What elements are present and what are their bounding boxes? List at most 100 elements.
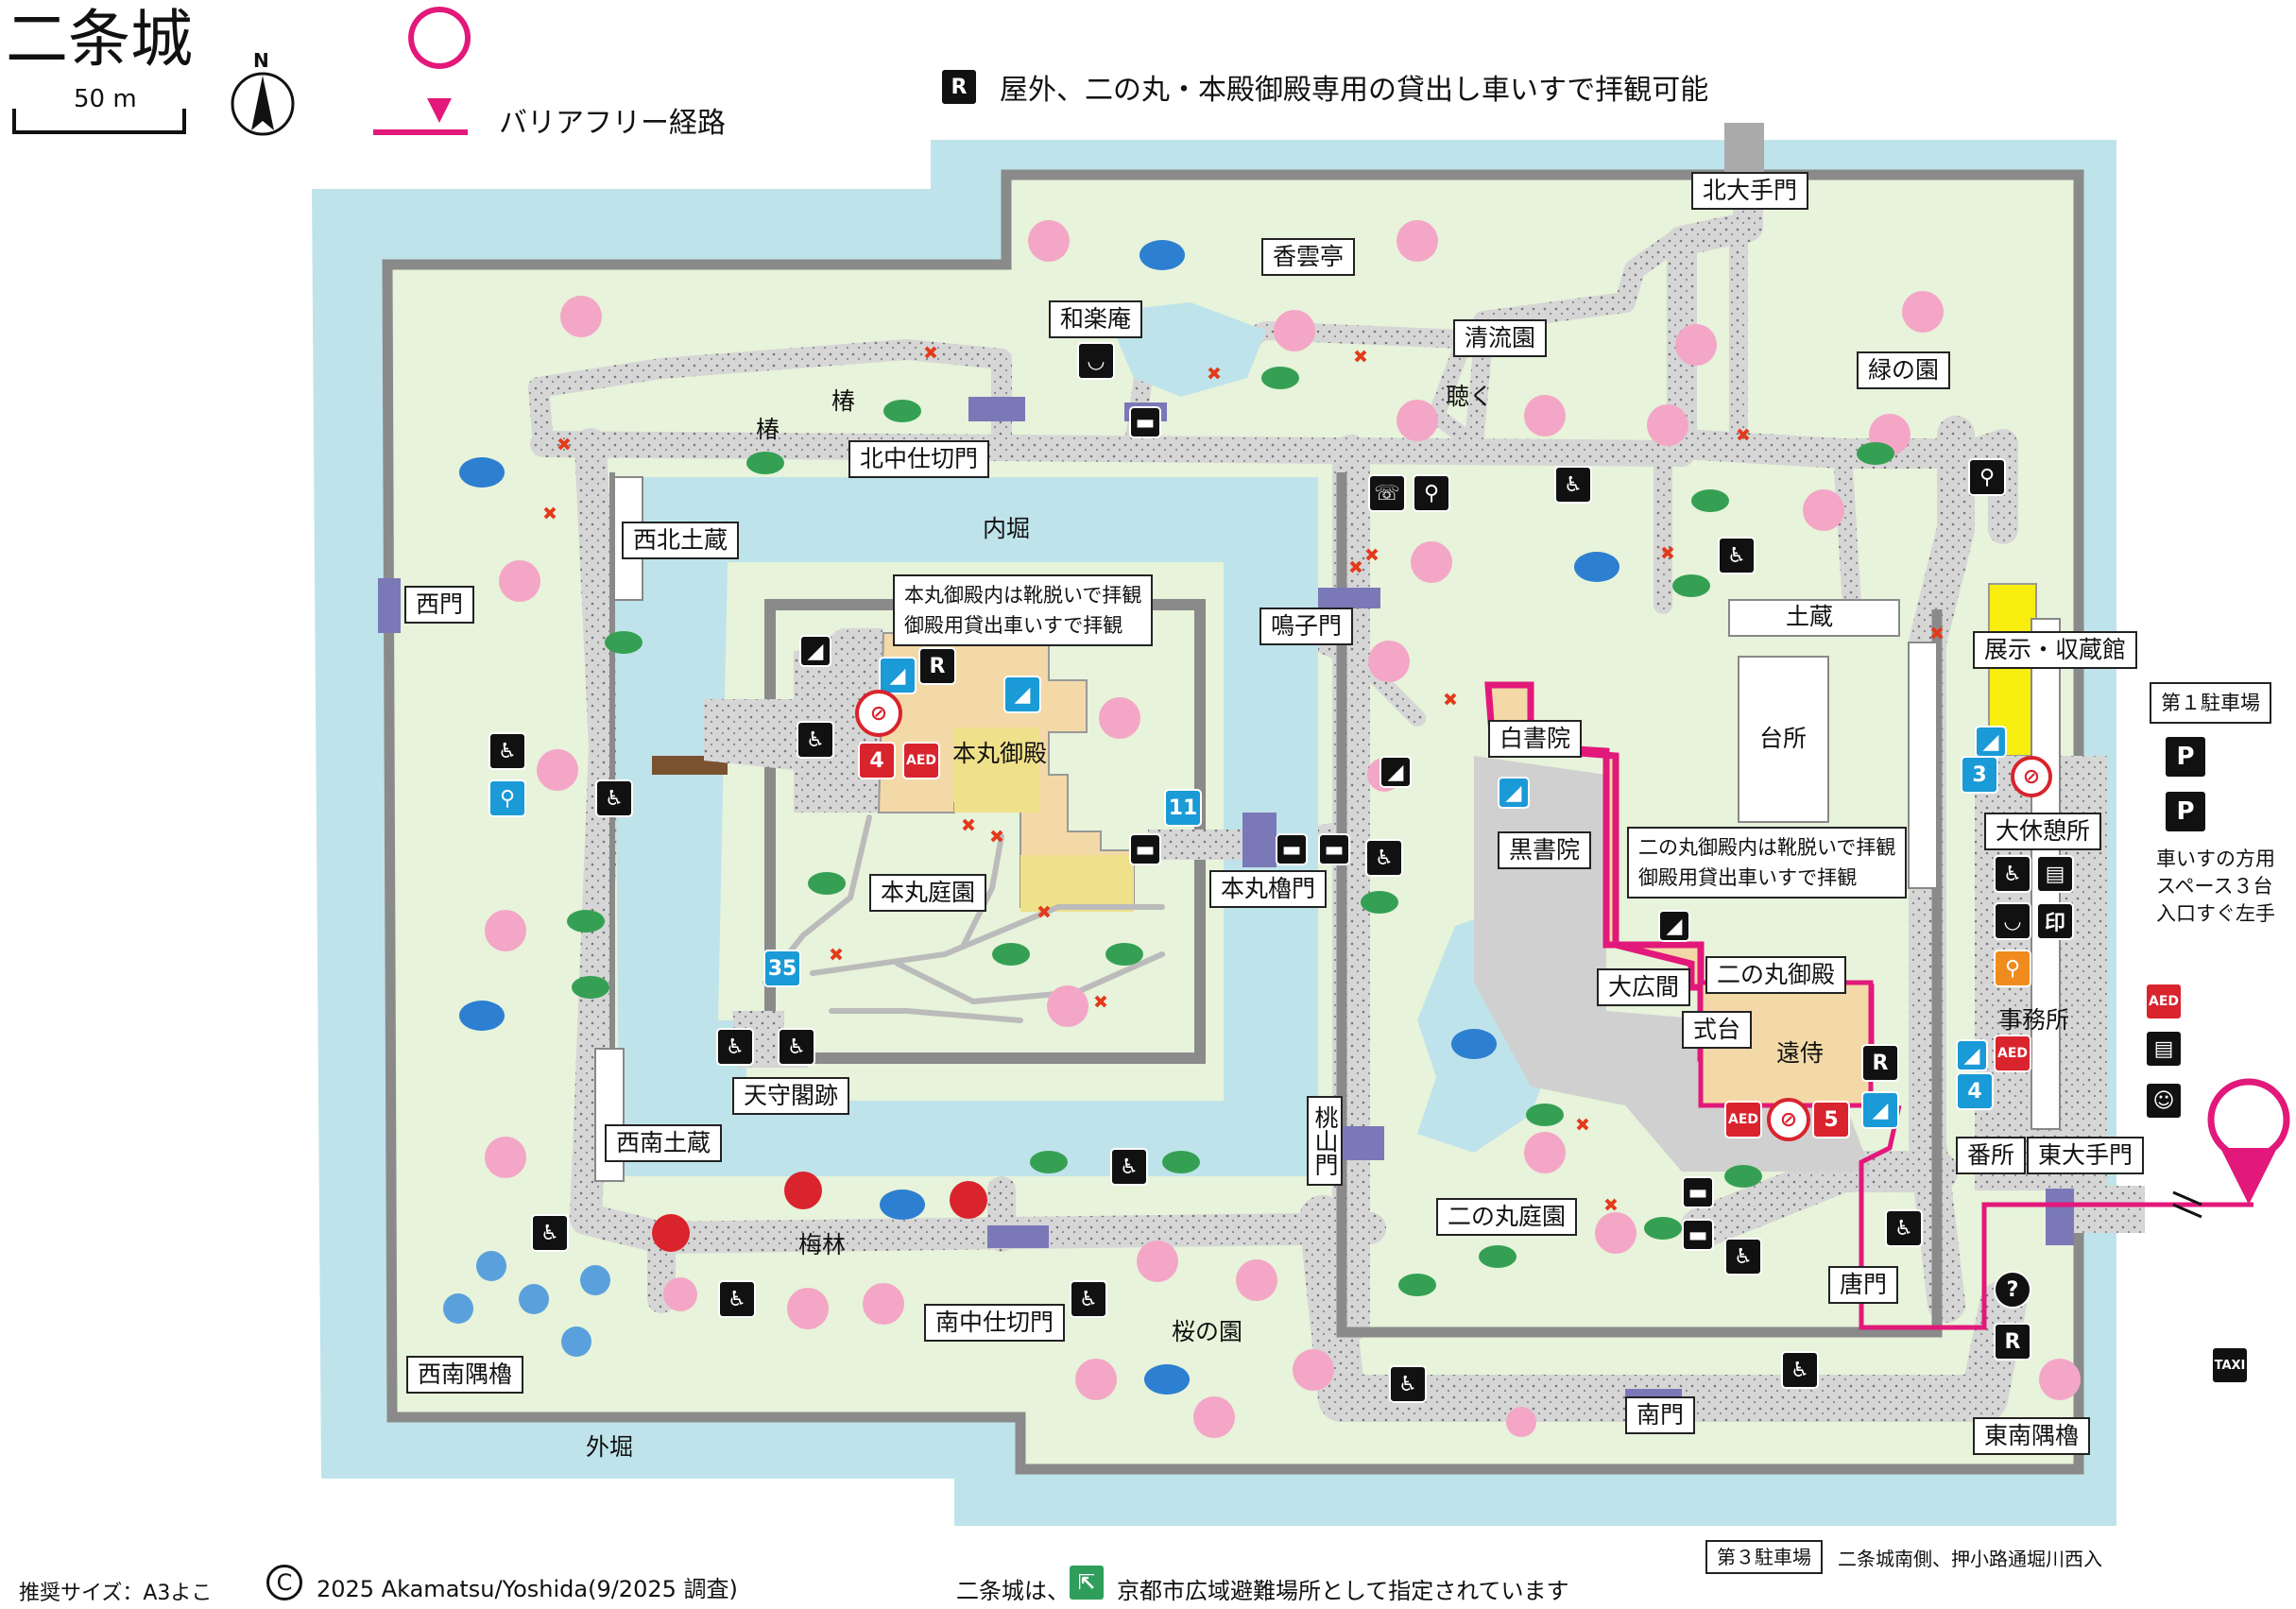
gate-minamimon[interactable]: 南門 xyxy=(1625,1396,1696,1434)
parking-icon: P xyxy=(2164,735,2207,779)
evacuation-suffix: 京都市広域避難場所として指定されています xyxy=(1117,1578,1569,1604)
kita-nakashikiri-gate xyxy=(968,397,1025,421)
slope-icon-5: ◢ xyxy=(1379,756,1412,788)
label-ohiroma: 大広間 xyxy=(1597,968,1691,1006)
honmaru-main xyxy=(954,727,1039,813)
slope-icon: ◢ xyxy=(799,635,831,667)
aed-icon-3: AED xyxy=(1994,1035,2031,1072)
parking-note-line-2: スペース３台 xyxy=(2156,875,2273,898)
north-bridge xyxy=(1724,123,1764,180)
wheelchair-rental-icon-3: R xyxy=(1861,1044,1899,1082)
ramp-icon-5: ◢ xyxy=(1975,726,2007,758)
aed-icon-4: AED xyxy=(2145,983,2183,1020)
route-arrow xyxy=(2172,1190,2202,1219)
scale-label: 50 m xyxy=(74,85,137,113)
parking-note-line-1: 車いすの方用 xyxy=(2156,847,2275,870)
label-tozamurai: 遠侍 xyxy=(1776,1039,1825,1067)
evacuation-icon: ⇱ xyxy=(1068,1564,1105,1601)
bench-icon-7: ♿ xyxy=(716,1028,754,1066)
honmaru-note: 本丸御殿内は靴脱いで拝観 御殿用貸出車いすで拝観 xyxy=(893,574,1154,646)
restroom-icon: ⚲ xyxy=(1413,474,1450,512)
parking-lot3-label: 第３駐車場 xyxy=(1705,1540,1823,1574)
nishimon-gate xyxy=(378,578,401,633)
label-seiryuen: 清流園 xyxy=(1453,319,1548,357)
wheelchair-rental-icon: R xyxy=(940,68,978,106)
label-sotobori: 外堀 xyxy=(586,1433,634,1461)
label-kounteitei: 香雲亭 xyxy=(1261,238,1356,276)
stairs-icon-5: 3 xyxy=(1961,756,1998,794)
gate-honmaru-yaguramon[interactable]: 本丸櫓門 xyxy=(1209,870,1328,908)
momoyama-gate xyxy=(1337,1126,1384,1160)
stairs-icon: 4 xyxy=(858,742,896,779)
higashi-ote-gate xyxy=(2046,1189,2074,1245)
gate-minami-nakashikirimon[interactable]: 南中仕切門 xyxy=(924,1304,1066,1342)
closed-markers xyxy=(543,346,1944,1211)
parking-lot1-label: 第１駐車場 xyxy=(2150,682,2271,724)
bench-icon-12: ♿ xyxy=(531,1214,569,1252)
plum-blossoms xyxy=(652,1172,987,1252)
info-counter-icon: ☺ xyxy=(2145,1082,2183,1120)
wheelchair-charge-icon: ♿ xyxy=(1994,855,2031,893)
north-arrow-icon xyxy=(231,72,295,136)
bench-icon-13: ♿ xyxy=(718,1280,756,1318)
hydrangeas xyxy=(443,1251,610,1357)
accessible-parking-icon: P xyxy=(2164,790,2207,833)
aed-icon: AED xyxy=(902,742,940,779)
gate-momoyamamon[interactable]: 桃山門 xyxy=(1307,1096,1343,1186)
gate-higashi-otemon[interactable]: 東大手門 xyxy=(2027,1137,2145,1174)
east-bridge xyxy=(2069,1186,2145,1233)
parking-lot3-location: 二条城南側、押小路通堀川西入 xyxy=(1838,1548,2102,1570)
ramp-icon-6: ◢ xyxy=(1956,1039,1988,1071)
teahouse-icon-2: ◡ xyxy=(1994,902,2031,940)
label-tenji-shuzokan: 展示・収蔵館 xyxy=(1973,631,2138,669)
honmaru-south xyxy=(1020,855,1134,912)
label-kiku: 聴く xyxy=(1446,383,1494,410)
no-shoes-icon-3: ⊘ xyxy=(2011,756,2052,797)
label-seinan-sumiyagura: 西南隅櫓 xyxy=(406,1356,524,1394)
no-shoes-icon: ⊘ xyxy=(855,690,902,737)
label-ninomaru-teien: 二の丸庭園 xyxy=(1436,1198,1578,1236)
west-wall-inner xyxy=(609,472,615,1181)
gate-kita-nakashikirimon[interactable]: 北中仕切門 xyxy=(848,440,990,478)
ramp-icon-4: ◢ xyxy=(1861,1091,1899,1129)
barrier-free-route xyxy=(1859,1104,2253,1330)
gate-narukomon[interactable]: 鳴子門 xyxy=(1259,608,1354,645)
wheelchair-rental-icon-2: R xyxy=(918,647,956,685)
legend-wheelchair-rental: 屋外、二の丸・本殿御殿専用の貸出し車いすで拝観可能 xyxy=(1000,74,1709,107)
information-icon: ? xyxy=(1994,1271,2031,1309)
evacuation-prefix: 二条城は、 xyxy=(956,1578,1070,1604)
north-label: N xyxy=(253,49,269,72)
label-tsubaki-1: 椿 xyxy=(831,387,856,415)
label-honmaru-teien: 本丸庭園 xyxy=(869,874,987,912)
bench-icon-4: ♿ xyxy=(595,779,633,817)
ninomaru-note: 二の丸御殿内は靴脱いで拝観 御殿用貸出車いすで拝観 xyxy=(1627,827,1908,899)
gate-kita-otemon[interactable]: 北大手門 xyxy=(1691,172,1809,210)
entrance-pin-icon xyxy=(2207,1078,2290,1205)
stairs-icon-6: 4 xyxy=(1956,1072,1994,1110)
label-bairin: 梅林 xyxy=(798,1231,847,1258)
label-daikyukeijo: 大休憩所 xyxy=(1984,813,2102,850)
slope-icon-3: ▬ xyxy=(1276,833,1308,865)
aed-icon-2: AED xyxy=(1724,1101,1762,1138)
dozou-bldg xyxy=(1728,599,1900,637)
cherry-blossoms xyxy=(485,220,2081,1438)
label-daidokoro: 台所 xyxy=(1759,725,1808,752)
label-dozou: 土蔵 xyxy=(1786,603,1834,630)
label-kuroshoin: 黒書院 xyxy=(1498,831,1592,869)
bench-icon-14: ♿ xyxy=(1070,1280,1107,1318)
bench-icon: ♿ xyxy=(1554,466,1592,504)
bench-icon-8: ♿ xyxy=(778,1028,815,1066)
teahouse-icon: ◡ xyxy=(1077,342,1115,380)
label-seihoku-dozou: 西北土蔵 xyxy=(622,522,740,559)
locker-icon: ▤ xyxy=(2036,855,2074,893)
gate-karamon[interactable]: 唐門 xyxy=(1828,1266,1899,1304)
copyright-mark: C xyxy=(266,1565,302,1600)
honmaru-yagura-gate xyxy=(1242,813,1277,867)
bench-icon-11: ♿ xyxy=(1110,1148,1148,1186)
gate-nishimon[interactable]: 西門 xyxy=(404,586,475,624)
slope-icon-4: ▬ xyxy=(1318,833,1350,865)
no-shoes-icon-2: ⊘ xyxy=(1767,1098,1810,1141)
ramp-icon-3: ◢ xyxy=(1498,777,1530,809)
paper-size-note: 推奨サイズ：A3よこ xyxy=(19,1582,213,1605)
